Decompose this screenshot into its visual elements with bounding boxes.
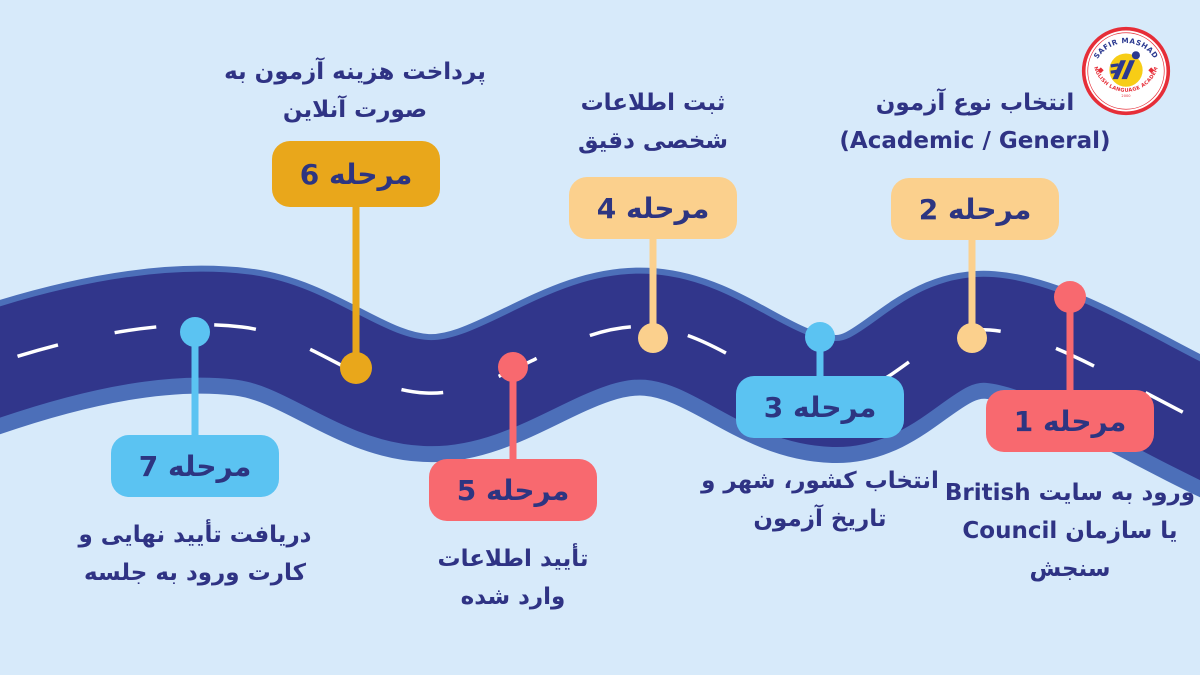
step-6-description-line: پرداخت هزینه آزمون به: [224, 59, 486, 85]
step-badge-7: مرحله 7: [111, 435, 279, 497]
step-6-description: پرداخت هزینه آزمون به صورت آنلاین: [215, 53, 495, 129]
logo-emblem-bar: [1121, 60, 1135, 80]
logo-emblem: [1097, 51, 1155, 87]
step-7-description-line: دریافت تأیید نهایی و: [78, 522, 312, 548]
step-5-description-line: تأیید اطلاعات: [437, 546, 589, 572]
step-3-description: انتخاب کشور، شهر و تاریخ آزمون: [680, 462, 960, 538]
step-2-description-line: انتخاب نوع آزمون: [875, 90, 1075, 116]
step-badge-5: مرحله 5: [429, 459, 597, 521]
logo-accent-right: [1148, 67, 1155, 74]
step-badge-2: مرحله 2: [891, 178, 1059, 240]
logo-inner-ring: [1087, 32, 1165, 110]
step-7-description: دریافت تأیید نهایی و کارت ورود به جلسه: [55, 516, 335, 592]
step-7-description-line: کارت ورود به جلسه: [84, 560, 306, 586]
logo-emblem-bar: [1110, 63, 1119, 68]
logo-year: 2000: [1121, 94, 1131, 98]
dot-step-7: [180, 317, 210, 347]
logo-emblem-bar: [1112, 60, 1126, 80]
dot-step-5: [498, 352, 528, 382]
step-badge-6: مرحله 6: [272, 141, 440, 207]
step-1-description: ورود به سایت British Council یا سازمان س…: [930, 474, 1200, 588]
step-connectors: [191, 201, 1074, 464]
dot-step-6: [340, 352, 372, 384]
step-3-description-line: انتخاب کشور، شهر و: [701, 468, 939, 494]
step-4-description-line: شخصی دقیق: [577, 128, 729, 154]
dot-step-4: [638, 323, 668, 353]
step-5-description-line: وارد شده: [460, 584, 566, 610]
academy-logo: SAFIR MASHAD ENGLISH LANGUAGE ACADEMY 20…: [1081, 26, 1171, 116]
step-1-description-line: سنجش: [1029, 556, 1111, 582]
step-5-description: تأیید اطلاعات وارد شده: [373, 540, 653, 616]
logo-emblem-bar: [1110, 69, 1119, 74]
step-badge-3: مرحله 3: [736, 376, 904, 438]
step-4-description: ثبت اطلاعات شخصی دقیق: [513, 84, 793, 160]
step-2-description-line: (Academic / General): [839, 128, 1111, 154]
step-6-description-line: صورت آنلاین: [282, 97, 428, 123]
step-1-description-line: Council یا سازمان: [962, 518, 1178, 544]
step-badge-1: مرحله 1: [986, 390, 1154, 452]
dot-step-1: [1054, 281, 1086, 313]
logo-emblem-head: [1131, 51, 1140, 60]
dot-step-2: [957, 323, 987, 353]
step-3-description-line: تاریخ آزمون: [753, 506, 887, 532]
step-badge-4: مرحله 4: [569, 177, 737, 239]
step-1-description-line: ورود به سایت British: [944, 480, 1196, 506]
step-4-description-line: ثبت اطلاعات: [580, 90, 726, 116]
logo-accent-left: [1097, 67, 1104, 74]
step-dots: [180, 281, 1086, 384]
dot-step-3: [805, 322, 835, 352]
step-2-description: انتخاب نوع آزمون (Academic / General): [835, 84, 1115, 160]
